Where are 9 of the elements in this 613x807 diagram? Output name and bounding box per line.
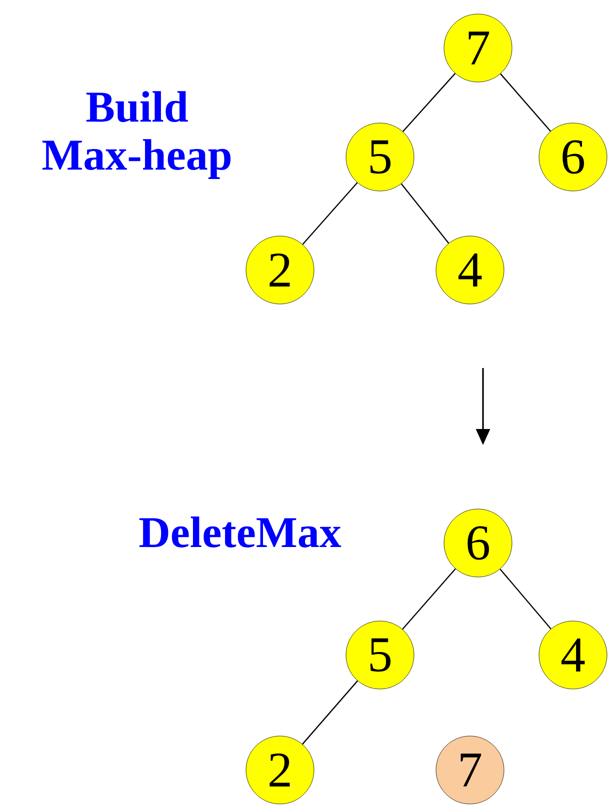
tree-edge	[402, 73, 456, 132]
heading-label: Build Max-heap	[42, 91, 231, 179]
heading-label: DeleteMax	[139, 516, 342, 548]
tree-edge	[400, 183, 450, 244]
tree-edge	[302, 182, 358, 245]
tree-edge	[500, 568, 552, 630]
tree-edge	[402, 568, 456, 630]
tree-edge	[500, 73, 551, 132]
tree-edge	[302, 680, 358, 745]
